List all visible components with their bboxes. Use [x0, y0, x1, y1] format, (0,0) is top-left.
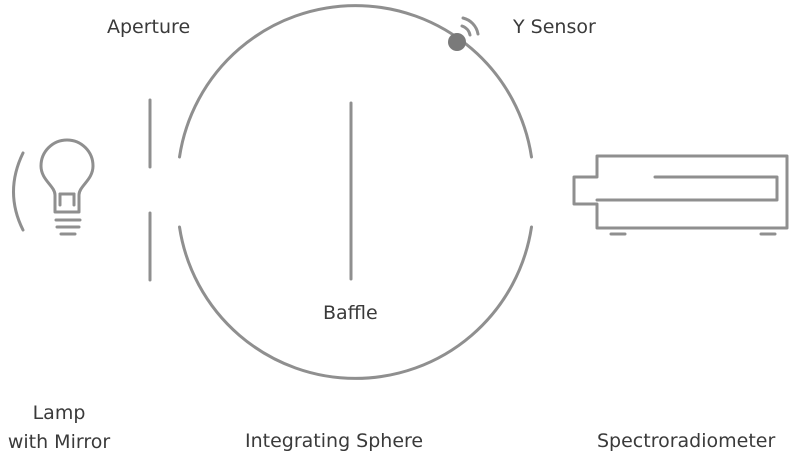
mirror-arc-icon [12, 151, 25, 232]
sensor-signal-icon [448, 16, 480, 51]
baffle-label: Baffle [323, 302, 378, 324]
y-sensor-label: Y Sensor [513, 16, 596, 38]
lightbulb-icon [39, 138, 95, 236]
integrating-sphere-label: Integrating Sphere [245, 430, 424, 452]
spectroradiometer-device-icon [572, 154, 789, 236]
lamp-label-line2: with Mirror [7, 431, 111, 453]
integrating-sphere-outline [178, 4, 533, 380]
spectroradiometer-label: Spectroradiometer [597, 430, 776, 452]
lamp-label: Lamp with Mirror [0, 399, 118, 457]
y-sensor-dot [448, 33, 466, 51]
lamp-label-line1: Lamp [32, 402, 86, 424]
aperture-label: Aperture [107, 16, 191, 38]
